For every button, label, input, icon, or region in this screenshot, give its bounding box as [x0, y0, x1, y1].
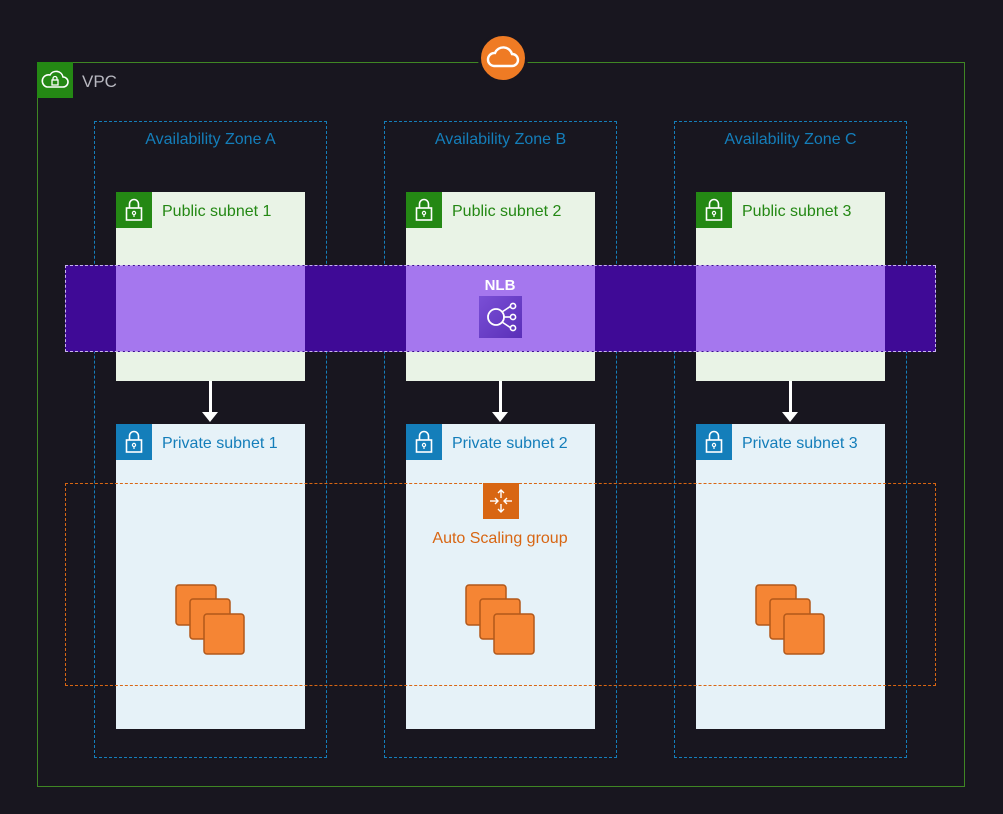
padlock-icon: [406, 424, 442, 460]
padlock-icon: [696, 192, 732, 228]
private-subnet-label: Private subnet 3: [742, 435, 858, 452]
public-subnet-label: Public subnet 2: [452, 203, 562, 220]
availability-zone-b: [384, 121, 617, 758]
ec2-instances-icon: [465, 584, 535, 655]
padlock-icon: [116, 424, 152, 460]
private-subnet-label: Private subnet 1: [162, 435, 278, 452]
arrow-line: [499, 381, 502, 413]
nlb-subnet-overlay: [696, 266, 885, 351]
ec2-instances-icon: [175, 584, 245, 655]
nlb-subnet-overlay: [116, 266, 305, 351]
auto-scaling-group-label: Auto Scaling group: [432, 530, 568, 547]
vpc-cloud-lock-icon: [37, 62, 73, 98]
private-subnet-3: [696, 424, 885, 729]
arrow-head: [202, 412, 218, 422]
arrow-line: [209, 381, 212, 413]
arrow-head: [492, 412, 508, 422]
padlock-icon: [116, 192, 152, 228]
arrow-head: [782, 412, 798, 422]
availability-zone-label: Availability Zone A: [145, 131, 276, 148]
private-subnet-1: [116, 424, 305, 729]
private-subnet-2: [406, 424, 595, 729]
availability-zone-label: Availability Zone B: [434, 131, 567, 148]
padlock-icon: [696, 424, 732, 460]
public-subnet-label: Public subnet 1: [162, 203, 272, 220]
availability-zone-label: Availability Zone C: [724, 131, 857, 148]
nlb-label: NLB: [484, 277, 516, 294]
aws-cloud-icon: [478, 33, 528, 83]
availability-zone-a: [94, 121, 327, 758]
auto-scaling-icon: [483, 483, 519, 519]
network-load-balancer-icon: [479, 296, 522, 338]
availability-zone-c: [674, 121, 907, 758]
vpc-label: VPC: [82, 72, 117, 91]
arrow-line: [789, 381, 792, 413]
private-subnet-label: Private subnet 2: [452, 435, 568, 452]
padlock-icon: [406, 192, 442, 228]
ec2-instances-icon: [755, 584, 825, 655]
public-subnet-label: Public subnet 3: [742, 203, 852, 220]
